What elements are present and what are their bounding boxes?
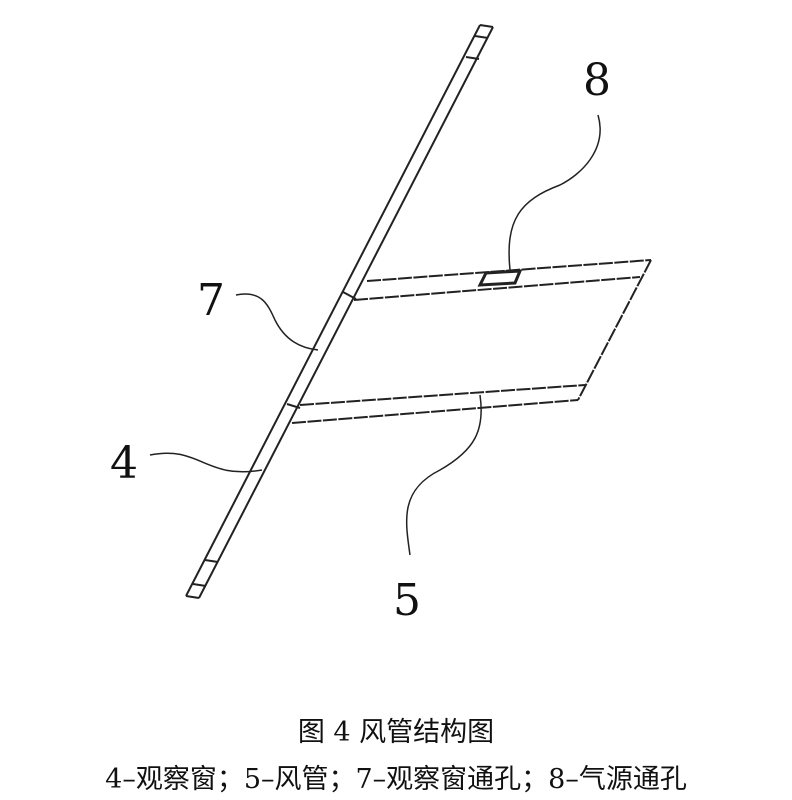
label-5: 5 xyxy=(393,575,421,626)
leader-4 xyxy=(149,452,263,473)
air-source-hole xyxy=(477,269,523,287)
window-through-holes xyxy=(286,291,357,409)
label-4: 4 xyxy=(110,438,138,489)
leader-8 xyxy=(508,114,601,271)
leader-lines xyxy=(149,114,601,556)
figure-title: 图 4 风管结构图 xyxy=(297,717,495,748)
label-7: 7 xyxy=(197,275,225,326)
leader-7 xyxy=(235,293,319,351)
leader-5 xyxy=(405,394,482,556)
label-8: 8 xyxy=(583,55,611,106)
observation-window xyxy=(185,24,494,599)
air-duct xyxy=(291,259,652,424)
figure-legend: 4–观察窗；5–风管；7–观察窗通孔；8–气源通孔 xyxy=(105,764,687,795)
